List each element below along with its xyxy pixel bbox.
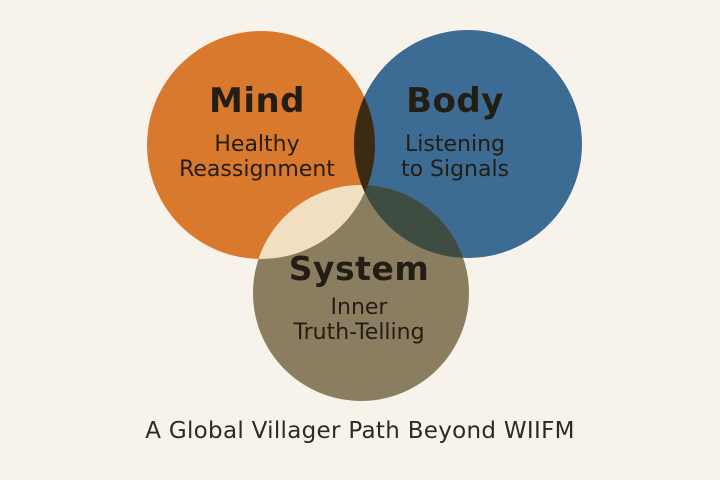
diagram-caption: A Global Villager Path Beyond WIIFM bbox=[145, 418, 575, 444]
body-system-overlap bbox=[354, 185, 469, 258]
mind-system-overlap bbox=[253, 185, 375, 259]
